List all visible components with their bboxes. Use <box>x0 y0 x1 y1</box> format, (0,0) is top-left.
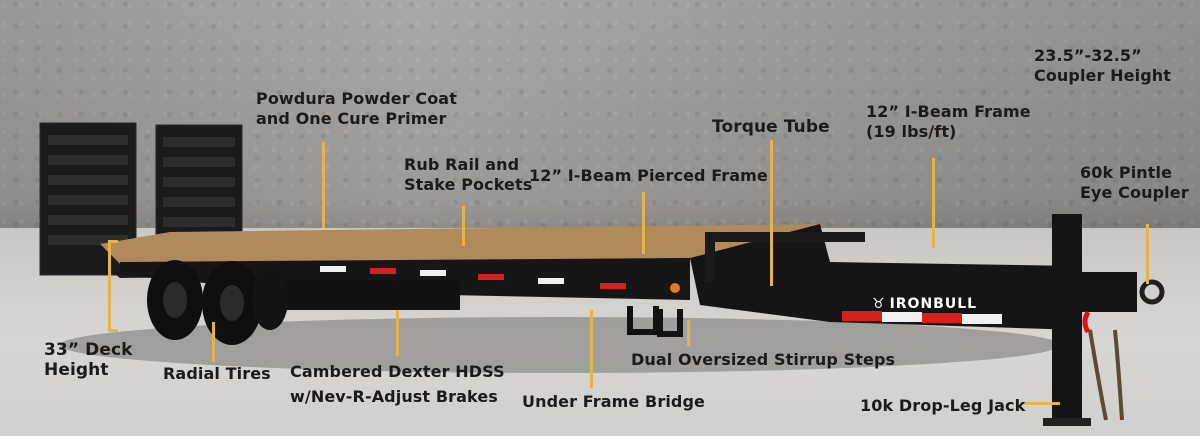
side-rail <box>120 258 690 300</box>
leader-radial-tires <box>212 322 215 362</box>
jack-mast <box>1052 214 1082 424</box>
neck-reflector-strip <box>842 311 1002 324</box>
neck-frame <box>690 224 1080 330</box>
brand-name: IRONBULL <box>889 296 978 312</box>
leader-stirrup-steps <box>687 320 690 346</box>
leader-drop-leg-jack <box>1022 402 1060 405</box>
callout-drop-leg-jack: 10k Drop-Leg Jack <box>860 396 1026 415</box>
bull-icon: ♉ <box>872 296 886 312</box>
rear-ramp-right <box>155 124 243 244</box>
pintle-ring <box>1139 279 1165 305</box>
callout-ibeam-frame: 12” I-Beam Frame (19 lbs/ft) <box>866 102 1031 141</box>
brand-badge: ♉IRONBULL <box>872 294 977 314</box>
callout-pintle: 60k Pintle Eye Coupler <box>1080 163 1189 202</box>
leader-under-frame <box>590 310 593 388</box>
reflector-strip <box>320 266 680 293</box>
callout-deck-height: 33” Deck Height <box>44 340 133 380</box>
leader-cambered-axles <box>396 310 399 356</box>
callout-rub-rail: Rub Rail and Stake Pockets <box>404 155 533 194</box>
leader-deck-height <box>108 240 111 332</box>
leader-rub-rail <box>462 206 465 246</box>
safety-chains <box>1088 329 1124 421</box>
callout-stirrup-steps: Dual Oversized Stirrup Steps <box>631 350 896 369</box>
leader-torque-tube <box>770 140 773 286</box>
rear-ramp-left <box>39 122 137 276</box>
leader-ibeam-frame <box>932 158 935 248</box>
callout-under-frame: Under Frame Bridge <box>522 392 705 411</box>
callout-torque-tube: Torque Tube <box>712 117 830 137</box>
stirrup-steps <box>627 306 683 337</box>
callout-coupler-height: 23.5”-32.5” Coupler Height <box>1034 46 1171 85</box>
callout-radial-tires: Radial Tires <box>163 364 271 383</box>
leader-deck-height-cap-top <box>108 240 118 243</box>
leader-deck-height-cap-bottom <box>108 329 118 332</box>
leader-powder-coat <box>322 142 325 228</box>
leader-ibeam-pierced <box>642 192 645 254</box>
callout-powder-coat: Powdura Powder Coat and One Cure Primer <box>256 89 457 128</box>
callout-ibeam-pierced: 12” I-Beam Pierced Frame <box>529 166 768 185</box>
leader-pintle <box>1146 224 1149 284</box>
wood-deck <box>100 224 820 264</box>
callout-cambered-axles: Cambered Dexter HDSS w/Nev-R-Adjust Brak… <box>290 362 505 406</box>
wheels <box>147 260 288 345</box>
